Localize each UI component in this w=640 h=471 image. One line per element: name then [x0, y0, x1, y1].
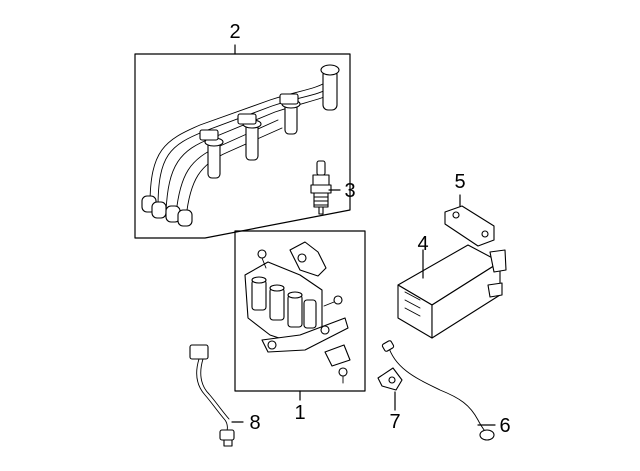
callout-4: 4 [417, 233, 428, 255]
callout-3: 3 [344, 180, 355, 202]
ignition-coil-assembly [234, 230, 366, 401]
spark-plug-wire-set [134, 44, 351, 239]
spark-plug [310, 160, 341, 215]
callout-8: 8 [249, 412, 260, 434]
sensor-clip [377, 367, 403, 411]
callout-2: 2 [229, 21, 240, 43]
knock-sensor-lead [381, 340, 496, 441]
callout-5: 5 [454, 171, 465, 193]
module-bracket [444, 194, 495, 247]
callout-7: 7 [389, 411, 400, 433]
callout-6: 6 [499, 415, 510, 437]
control-module [397, 244, 507, 339]
callout-1: 1 [294, 402, 305, 424]
oxygen-sensor [189, 344, 244, 447]
